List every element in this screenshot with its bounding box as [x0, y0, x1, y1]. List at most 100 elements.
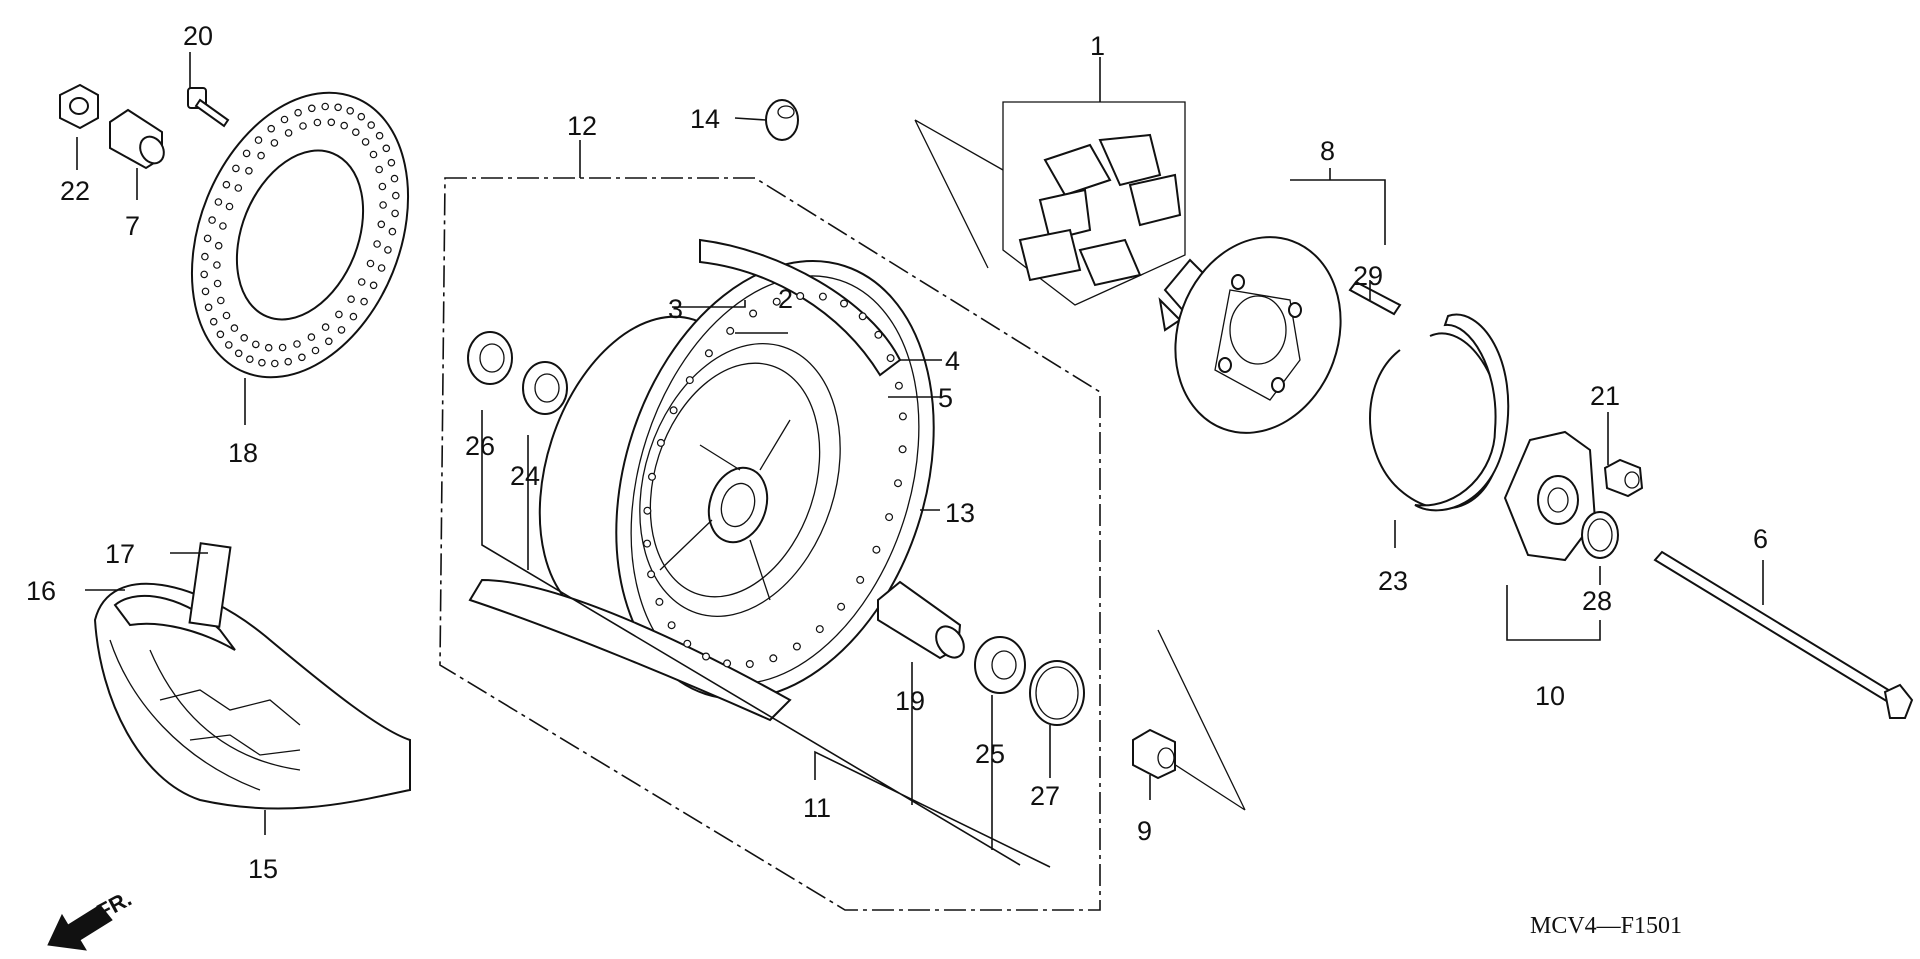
callout-7: 7 — [125, 211, 140, 241]
callout-8: 8 — [1320, 136, 1335, 166]
disc-hole — [201, 252, 209, 261]
disc-hole — [334, 103, 342, 112]
disc-hole — [240, 333, 249, 342]
wheel — [468, 238, 935, 722]
rim-hole — [856, 575, 865, 584]
rim-hole — [749, 309, 758, 318]
disc-hole — [294, 108, 302, 117]
disc-hole — [270, 359, 279, 368]
disc-hole — [204, 303, 213, 312]
callout-6: 6 — [1753, 524, 1768, 554]
disc-hole — [257, 151, 265, 160]
callout-9: 9 — [1137, 816, 1152, 846]
disc-hole — [388, 227, 397, 236]
disc-hole — [335, 310, 343, 319]
rim-hole — [792, 642, 801, 651]
front-direction-arrow-icon — [47, 904, 113, 951]
callout-2: 2 — [778, 284, 793, 314]
callout-19: 19 — [895, 686, 925, 716]
bearing-25 — [974, 636, 1026, 694]
disc-hole — [270, 139, 279, 147]
damper-box-outline — [1002, 101, 1186, 306]
disc-hole — [391, 191, 400, 200]
rim-hole — [647, 472, 656, 481]
disc-hole — [258, 358, 266, 367]
spacer-7 — [109, 108, 165, 170]
disc-hole — [284, 129, 293, 137]
disc-hole — [307, 333, 316, 341]
callout-12: 12 — [567, 111, 597, 141]
callout-24: 24 — [510, 461, 540, 491]
callout-22: 22 — [60, 176, 90, 206]
disc-hole — [321, 323, 330, 331]
disc-hole — [347, 295, 355, 304]
disc-hole — [222, 180, 231, 189]
rim-hole — [685, 376, 694, 385]
disc-hole — [213, 261, 221, 269]
rim-hole — [893, 479, 902, 488]
disc-hole — [378, 182, 387, 191]
rim-hole — [874, 330, 883, 339]
tire — [93, 542, 411, 810]
bearing-24 — [522, 361, 568, 415]
disc-hole — [391, 209, 399, 218]
disc-hole — [201, 287, 210, 296]
rim-hole — [886, 354, 895, 363]
rim-hole — [647, 570, 656, 579]
rim-hole — [796, 292, 805, 301]
disc-hole — [225, 341, 233, 349]
part-9 — [1132, 728, 1176, 780]
disc-hole — [278, 343, 287, 352]
rim-hole — [898, 445, 907, 454]
callout-21: 21 — [1590, 381, 1620, 411]
disc-hole — [373, 240, 381, 248]
rim-hole — [885, 513, 894, 522]
rim-hole — [667, 621, 676, 630]
callout-18: 18 — [228, 438, 258, 468]
disc-hole — [375, 131, 384, 140]
disc-hole — [219, 222, 227, 230]
part-14 — [765, 99, 799, 141]
rim-hole — [898, 412, 907, 421]
disc-hole — [390, 174, 399, 183]
disc-hole — [357, 112, 366, 121]
final-driven-flange — [1503, 430, 1597, 562]
disc-hole — [324, 337, 333, 346]
disc-hole — [321, 102, 330, 111]
disc-hole — [349, 312, 358, 321]
callout-1: 1 — [1090, 31, 1105, 61]
axle-6 — [1653, 550, 1914, 719]
disc-hole — [232, 164, 240, 173]
disc-hole — [387, 158, 396, 167]
disc-hole — [254, 136, 263, 144]
nut-22 — [59, 83, 99, 130]
callout-15: 15 — [248, 854, 278, 884]
disc-hole — [214, 241, 223, 250]
rim-hole — [704, 349, 713, 358]
disc-hole — [311, 346, 320, 355]
rim-hole — [872, 545, 881, 554]
callout-25: 25 — [975, 739, 1005, 769]
brake-disc — [190, 91, 410, 379]
damper-guide-lines — [914, 119, 1246, 811]
damper-rubbers — [1018, 133, 1182, 287]
callout-28: 28 — [1582, 586, 1612, 616]
disc-hole — [280, 115, 289, 124]
washer-28 — [1581, 511, 1619, 559]
circlip-23 — [1369, 313, 1510, 512]
rim-hole — [839, 299, 848, 308]
disc-hole — [213, 279, 222, 288]
callout-29: 29 — [1353, 261, 1383, 291]
disc-hole — [245, 167, 253, 175]
callout-10: 10 — [1535, 681, 1565, 711]
wheel-assembly-outline — [439, 177, 1101, 911]
rim-hole — [837, 602, 846, 611]
disc-hole — [375, 165, 384, 174]
rim-hole — [745, 659, 754, 668]
rim-hole — [655, 597, 664, 606]
disc-hole — [252, 340, 260, 349]
disc-hole — [366, 259, 375, 268]
nut-21 — [1603, 458, 1644, 498]
disc-hole — [214, 198, 223, 206]
